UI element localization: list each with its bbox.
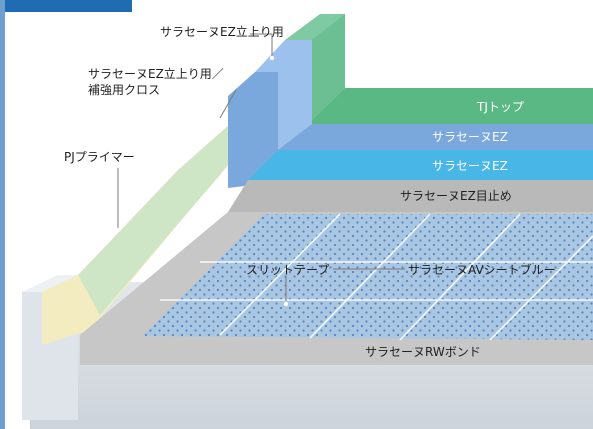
label-ez-1: サラセーヌEZ <box>432 130 508 144</box>
leader-dot-ez-cloth <box>215 119 221 125</box>
leader-dot-pj-primer <box>115 227 121 233</box>
label-av-sheet: サラセーヌAVシートブルー <box>408 262 556 277</box>
leader-dot-ez-rise <box>269 55 275 61</box>
leader-ez-cloth <box>219 89 237 119</box>
label-ez-rise-cloth-1: サラセーヌEZ立上り用／ <box>88 66 224 81</box>
reinforce-cloth-band <box>78 108 248 315</box>
layer-ez-lower <box>248 150 593 180</box>
layer-ez-upper <box>278 124 593 150</box>
label-ez-sealant: サラセーヌEZ目止め <box>400 189 512 203</box>
label-tj-top: TJトップ <box>476 100 524 114</box>
left-frame-line <box>0 0 5 429</box>
layer-ez-sealant <box>228 180 593 212</box>
label-ez-2: サラセーヌEZ <box>432 159 508 173</box>
layer-tj-top <box>312 88 593 124</box>
label-ez-rise: サラセーヌEZ立上り用 <box>160 24 284 39</box>
label-slit-tape: スリットテープ <box>246 263 329 277</box>
label-ez-rise-cloth-2: 補強用クロス <box>88 83 160 97</box>
leader-dot-slit-tape <box>283 301 289 307</box>
label-rw-bond: サラセーヌRWボンド <box>365 345 481 359</box>
label-pj-primer: PJプライマー <box>64 150 135 164</box>
topcoat-rise-face <box>312 14 345 120</box>
leader-ez-rise <box>250 33 273 56</box>
slit-tape-seams <box>160 213 593 341</box>
concrete-wall-top <box>22 275 78 292</box>
header-bar <box>0 0 132 12</box>
ez-rise-sheet-lower <box>228 72 278 188</box>
